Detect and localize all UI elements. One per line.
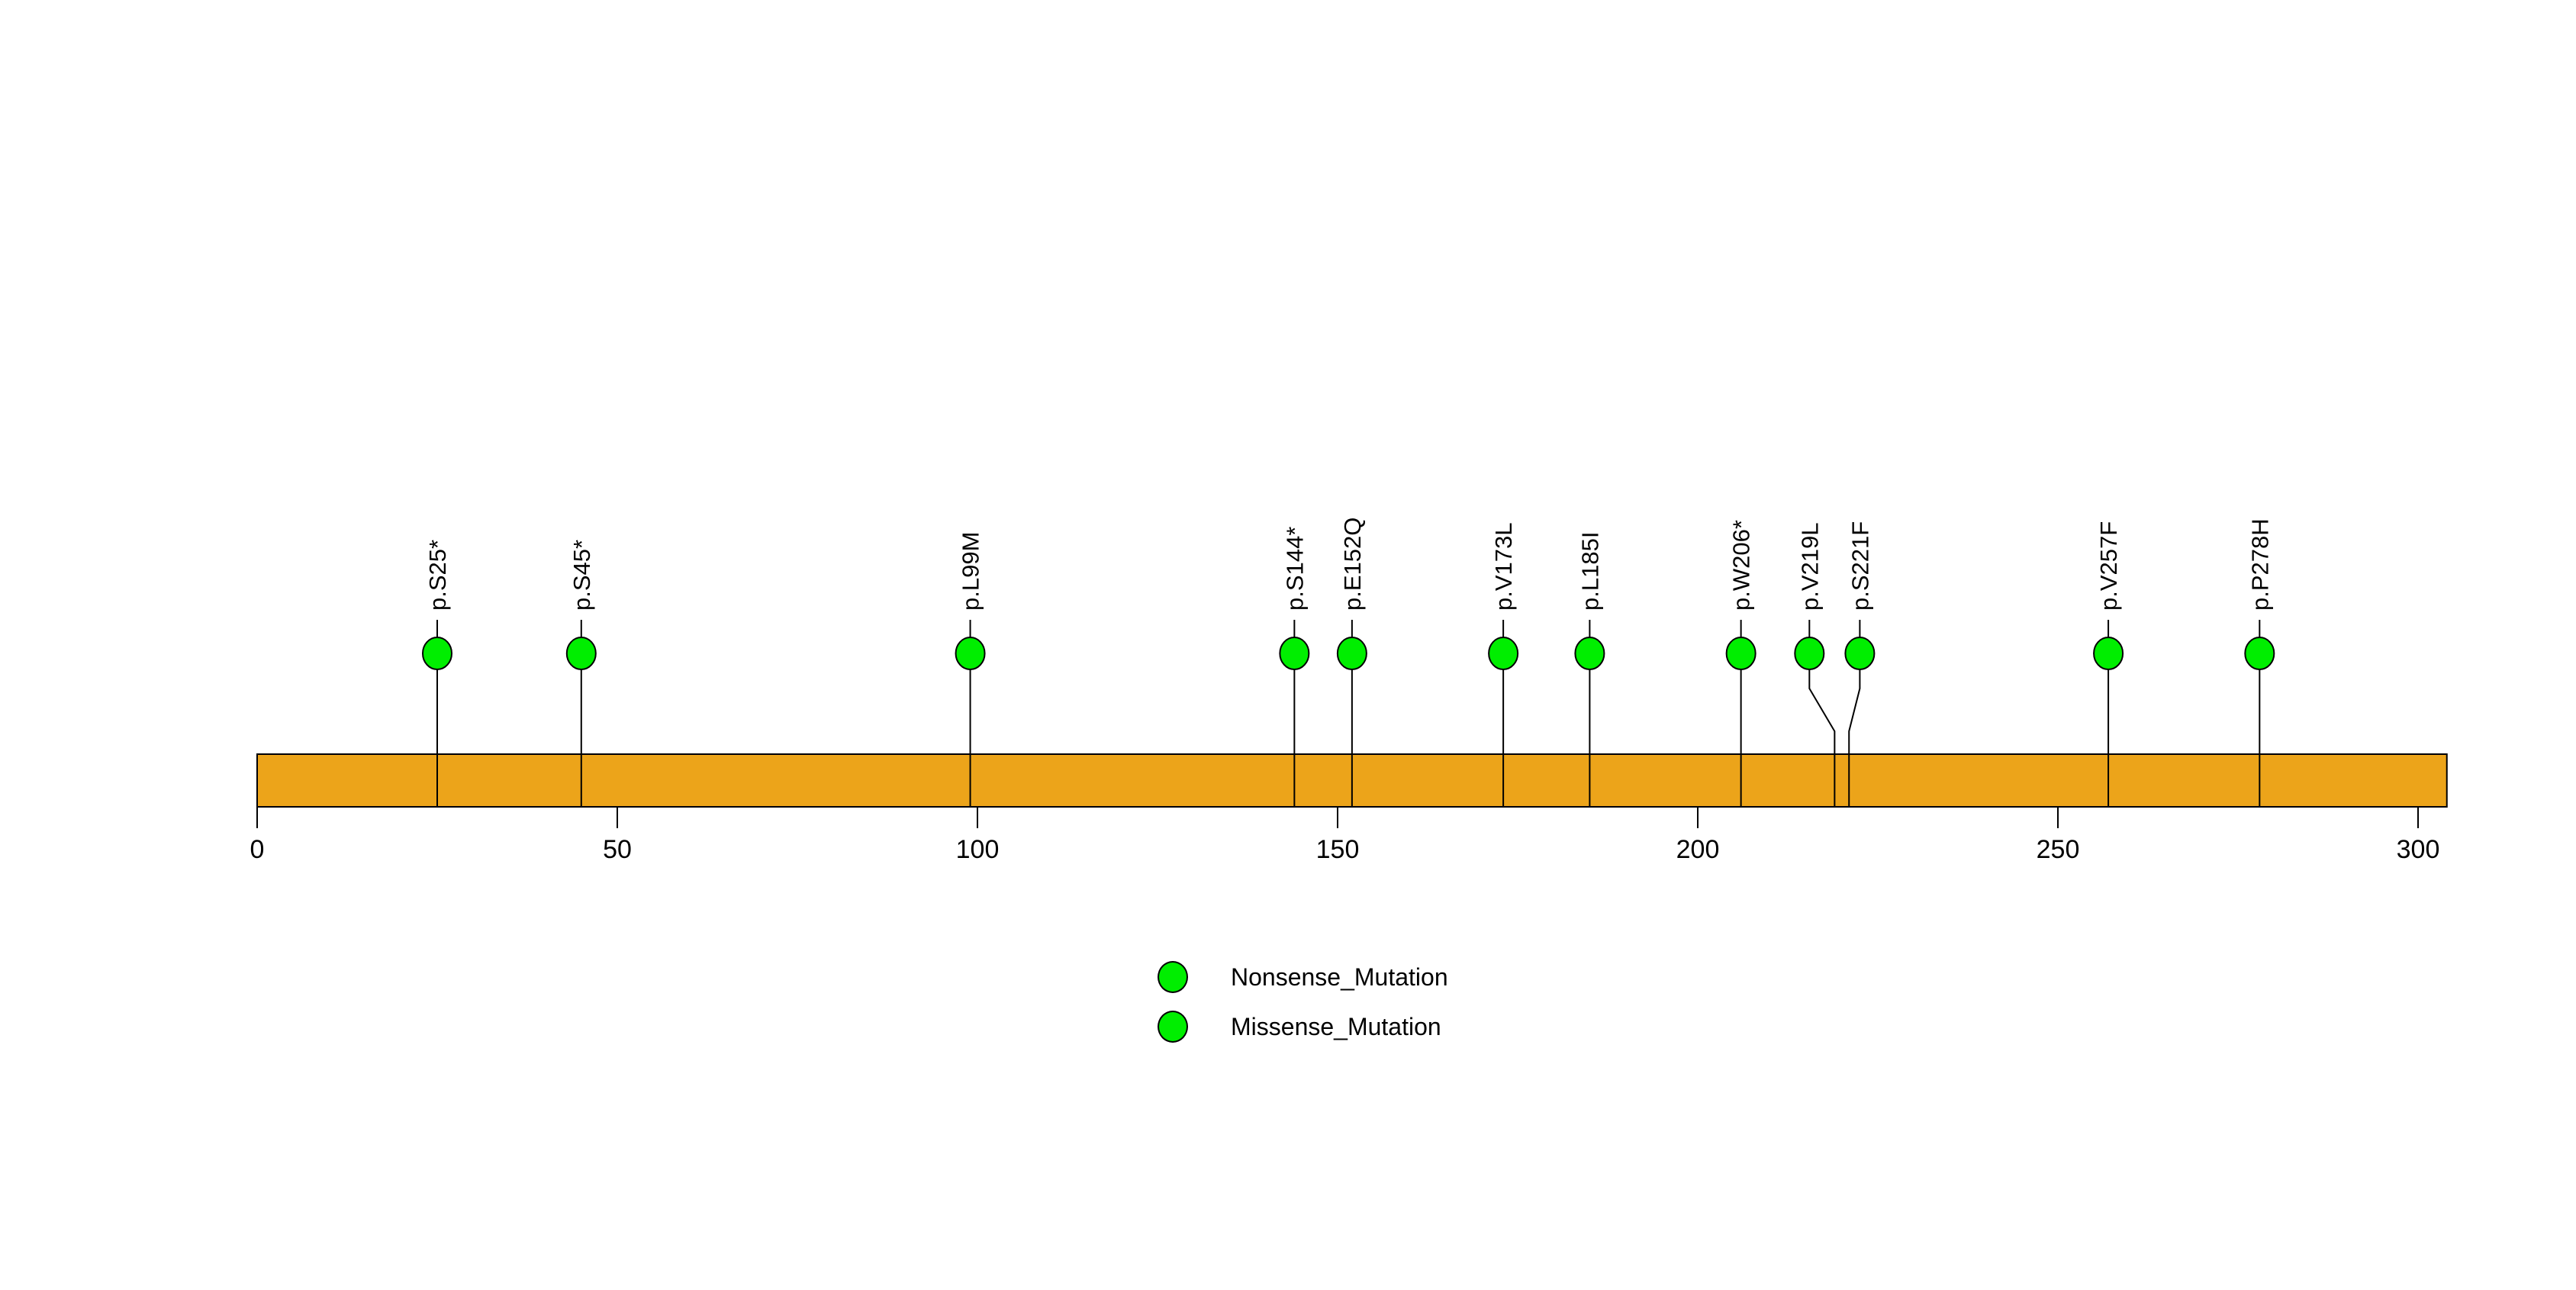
mutation-label: p.S25* [424,540,451,611]
mutation-label: p.P278H [2246,518,2273,611]
legend-label-missense-mutation: Missense_Mutation [1231,1012,1441,1040]
mutation-marker [1336,637,1367,670]
mutation-marker [1844,637,1876,670]
mutation-label: p.L99M [958,532,984,611]
legend-label-nonsense-mutation: Nonsense_Mutation [1231,963,1448,991]
mutation-marker [1574,637,1605,670]
mutation-marker [565,637,597,670]
axis-tick-label: 100 [956,835,1000,864]
legend: Nonsense_Mutation Missense_Mutation [1158,961,1448,1060]
mutation-marker [422,637,452,670]
mutation-label: p.V219L [1796,523,1823,611]
axis-tick-label: 250 [2037,835,2080,864]
mutation-marker [2244,637,2275,670]
missense-mutation-dot-icon [1158,1011,1188,1043]
mutation-marker [2093,637,2124,670]
legend-item-missense-mutation: Missense_Mutation [1158,1011,1448,1043]
mutation-marker [1279,637,1310,670]
mutation-label: p.L185I [1576,532,1603,611]
mutation-label: p.V257F [2095,521,2122,611]
mutation-label: p.S45* [568,540,595,611]
mutation-marker [1794,637,1825,670]
mutation-label: p.E152Q [1339,518,1366,611]
mutation-label: p.W206* [1728,520,1755,611]
axis-tick-label: 50 [603,835,632,864]
axis-tick-label: 200 [1676,835,1720,864]
mutation-marker [1725,637,1757,670]
axis-tick-label: 300 [2397,835,2440,864]
mutation-label: p.S221F [1847,521,1873,611]
mutation-marker [955,637,986,670]
mutation-label: p.V173L [1490,523,1517,611]
legend-item-nonsense-mutation: Nonsense_Mutation [1158,961,1448,993]
mutation-marker [1488,637,1519,670]
axis-tick-label: 150 [1316,835,1360,864]
nonsense-mutation-dot-icon [1158,961,1188,993]
axis-tick-label: 0 [250,835,265,864]
mutation-label: p.S144* [1281,527,1308,611]
